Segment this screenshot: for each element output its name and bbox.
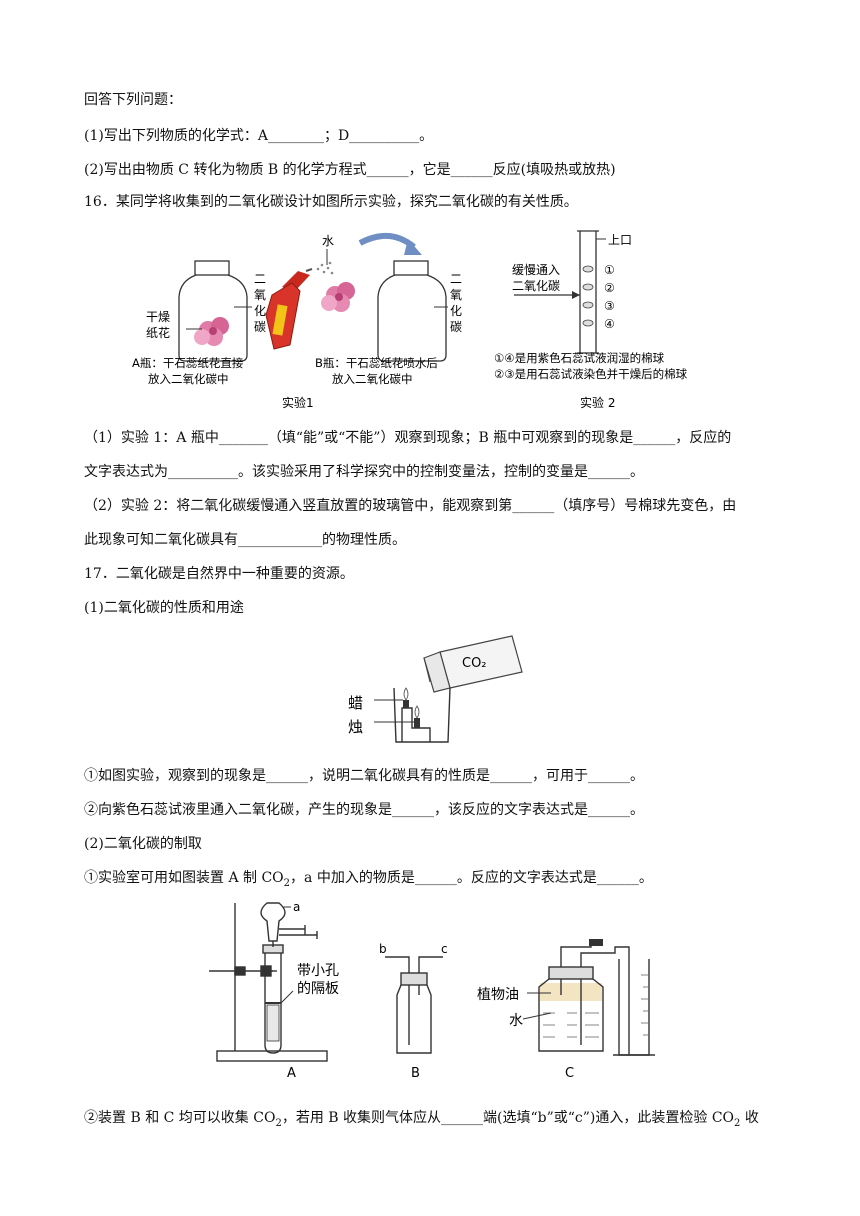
caption-c: C	[565, 1066, 574, 1081]
apparatus-figure: a 带小孔 的隔板 A b c B	[205, 895, 665, 1090]
experiment-2-figure: 上口 缓慢通入 二氧化碳 ① ② ③ ④ ①④是用紫色石蕊试液润湿的棉球 ②③是…	[494, 225, 744, 415]
q17-2a-text-2: ，a 中加入的物质是______。反应的文字表达式是______。	[290, 870, 653, 886]
oil-label: 植物油	[477, 987, 519, 1003]
experiment-2-title: 实验 2	[580, 395, 615, 410]
step-stand	[401, 707, 431, 742]
plate-label-1: 带小孔	[297, 963, 339, 979]
candles	[403, 687, 420, 728]
question-17-1-a: ①如图实验，观察到的现象是______，说明二氧化碳具有的性质是______，可…	[84, 768, 644, 784]
question-17-stem: 17．二氧化碳是自然界中一种重要的资源。	[84, 566, 354, 582]
question-17-1-b: ②向紫色石蕊试液里通入二氧化碳，产生的现象是______，该反应的文字表达式是_…	[84, 802, 644, 818]
note-1: ①④是用紫色石蕊试液润湿的棉球	[494, 351, 665, 365]
question-16-part2-b: 此现象可知二氧化碳具有____________的物理性质。	[84, 532, 406, 548]
caption-a-2: 放入二氧化碳中	[148, 372, 229, 386]
caption-a: A	[287, 1066, 296, 1081]
question-15-part2: (2)写出由物质 C 转化为物质 B 的化学方程式______，它是______…	[84, 162, 616, 178]
arrow-head-icon	[404, 239, 422, 255]
question-15-part1: (1)写出下列物质的化学式：A________；D__________。	[84, 128, 434, 144]
co2-bottle-label: CO₂	[462, 656, 487, 671]
co2-label-b-1: 二	[450, 272, 462, 286]
q17-2b-text-2: ，若用 B 收集则气体应从______端(选填“b”或“c”)通入，此装置检验 …	[281, 1110, 735, 1126]
co2-label-b-4: 碳	[450, 320, 462, 334]
label-a: a	[293, 900, 300, 914]
candle-label-1: 蜡	[348, 694, 363, 712]
ball-1-label: ①	[604, 263, 615, 277]
question-17-section-1: (1)二氧化碳的性质和用途	[84, 600, 244, 616]
co2-label-b-2: 氧	[450, 288, 462, 302]
ball-3-label: ③	[604, 299, 615, 313]
apparatus-b	[385, 956, 443, 1054]
candle-label-2: 烛	[348, 718, 363, 736]
inlet-label-2: 二氧化碳	[512, 279, 560, 293]
q17-2a-text-1: ①实验室可用如图装置 A 制 CO	[84, 870, 284, 886]
flower-a	[194, 317, 229, 346]
arrow-icon	[358, 233, 416, 250]
flower-label-1: 干燥	[146, 310, 170, 324]
q17-2b-text-1: ②装置 B 和 C 均可以收集 CO	[84, 1110, 276, 1126]
co2-label-b-3: 化	[450, 304, 462, 318]
caption-b-2: 放入二氧化碳中	[332, 372, 413, 386]
caption-b: B	[411, 1066, 420, 1081]
question-16-stem: 16．某同学将收集到的二氧化碳设计如图所示实验，探究二氧化碳的有关性质。	[84, 194, 578, 210]
question-17-section-2: (2)二氧化碳的制取	[84, 836, 202, 852]
ball-2-label: ②	[604, 281, 615, 295]
experiment-1-figure: 干燥 纸花 二 氧 化 碳 水 二 氧 化 碳 A瓶：干石蕊纸花直接 放入二氧化…	[130, 225, 470, 415]
text-line-1: 回答下列问题：	[84, 92, 182, 108]
tube-top-label: 上口	[608, 233, 632, 247]
bottle-a	[178, 260, 248, 362]
note-2: ②③是用石蕊试液染色并干燥后的棉球	[494, 367, 688, 381]
co2-label-a-1: 二	[254, 272, 266, 286]
q17-2b-subscript-1: 2	[275, 1117, 282, 1129]
question-17-2-b: ②装置 B 和 C 均可以收集 CO2，若用 B 收集则气体应从______端(…	[84, 1108, 759, 1134]
water-spray	[316, 261, 334, 275]
co2-label-a-3: 化	[254, 304, 266, 318]
experiment-1-title: 实验1	[282, 395, 314, 410]
label-b: b	[379, 942, 387, 956]
water-label: 水	[322, 234, 334, 248]
plate-label-2: 的隔板	[297, 981, 339, 997]
apparatus-c	[538, 939, 655, 1056]
apparatus-a	[209, 902, 328, 1062]
question-16-part1-a: （1）实验 1：A 瓶中_______（填“能”或“不能”）观察到现象；B 瓶中…	[84, 430, 732, 446]
label-c: c	[441, 942, 448, 956]
inlet-arrow-icon	[572, 291, 580, 299]
cotton-balls	[582, 265, 594, 327]
q17-2a-subscript: 2	[283, 877, 291, 889]
question-17-2-a: ①实验室可用如图装置 A 制 CO2，a 中加入的物质是______。反应的文字…	[84, 868, 653, 894]
flower-label-2: 纸花	[146, 325, 170, 340]
co2-label-a-2: 氧	[254, 288, 266, 302]
q17-2b-text-3: 收	[740, 1110, 759, 1126]
question-16-part2-a: （2）实验 2：将二氧化碳缓慢通入竖直放置的玻璃管中，能观察到第______（填…	[84, 498, 737, 514]
caption-a-1: A瓶：干石蕊纸花直接	[132, 356, 244, 370]
co2-bottle	[423, 635, 523, 693]
bottle-b	[377, 260, 447, 362]
candle-figure: CO₂ 蜡 烛	[340, 632, 530, 752]
flower-b	[321, 282, 355, 312]
glass-tube	[577, 230, 599, 354]
co2-label-a-4: 碳	[254, 320, 266, 334]
water-label-c: 水	[509, 1013, 523, 1029]
question-16-part1-b: 文字表达式为__________。该实验采用了科学探究中的控制变量法，控制的变量…	[84, 464, 644, 480]
q17-2b-subscript-2: 2	[734, 1117, 741, 1129]
spray-bottle-icon	[265, 268, 313, 350]
ball-4-label: ④	[604, 317, 615, 331]
beaker	[393, 687, 451, 743]
inlet-label-1: 缓慢通入	[512, 263, 560, 277]
caption-b-1: B瓶：干石蕊纸花喷水后	[315, 356, 438, 370]
